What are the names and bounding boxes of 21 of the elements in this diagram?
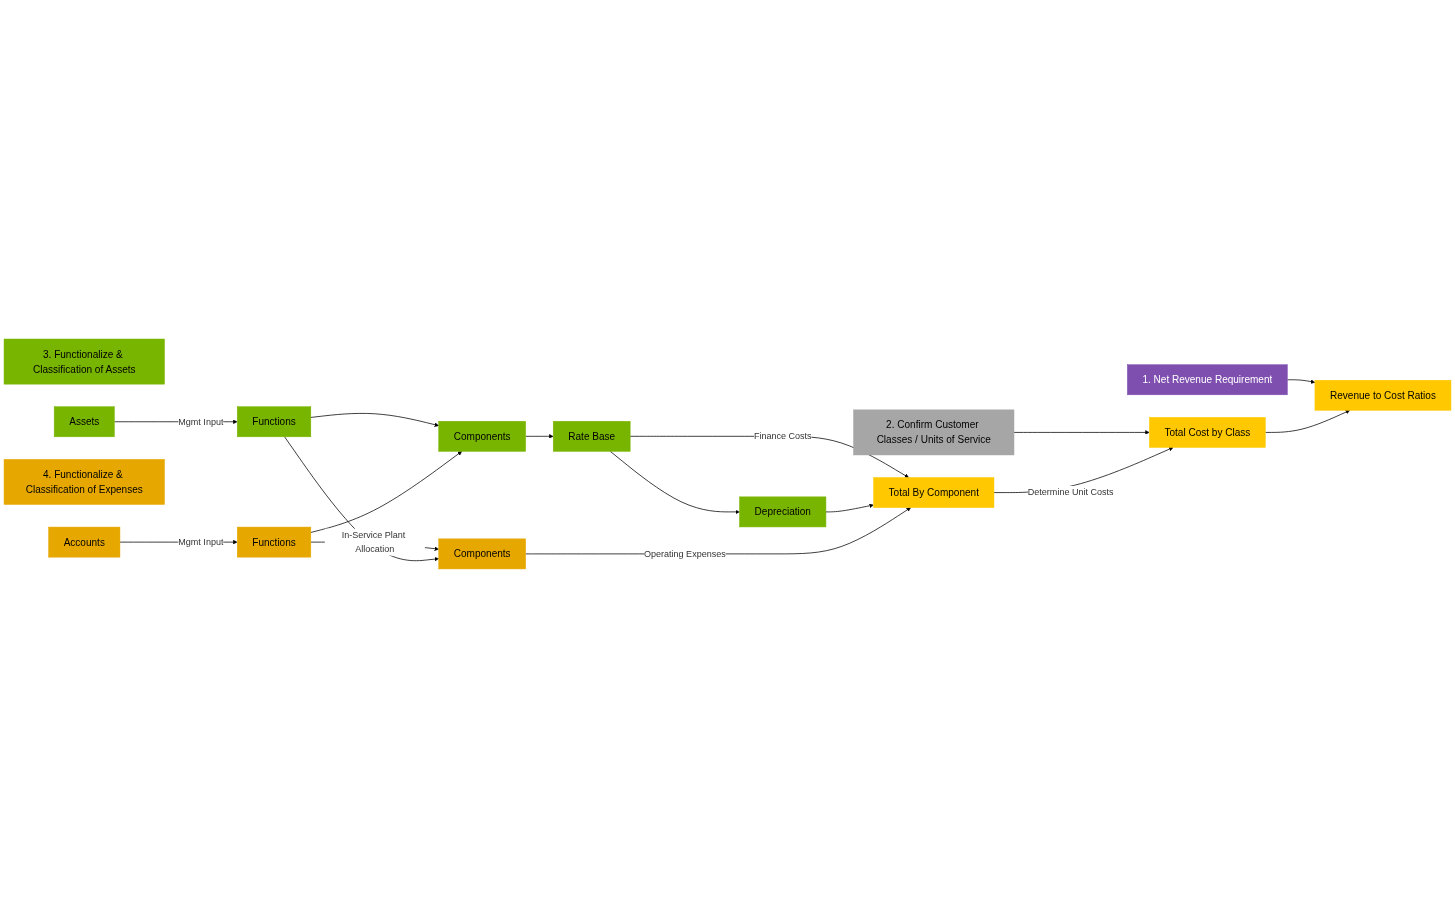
node-box: Total By Component <box>873 477 995 508</box>
node-box: Accounts <box>48 526 121 558</box>
node-box: 3. Functionalize & Classification of Assets <box>3 338 165 385</box>
node-box: 4. Functionalize & Classification of Expenses <box>3 459 165 505</box>
node-box: Functions <box>237 526 312 558</box>
node-box: Revenue to Cost Ratios <box>1314 380 1452 411</box>
edge-label: Mgmt Input <box>178 416 224 427</box>
node-box: Components <box>438 421 526 452</box>
node-box: Components <box>438 538 526 570</box>
edge-label: Operating Expenses <box>643 548 726 559</box>
node-box: 2. Confirm Customer Classes / Units of Service <box>853 409 1015 456</box>
edge-label: Mgmt Input <box>178 536 224 547</box>
edge-label: In-Service Plant Allocation <box>341 530 406 554</box>
node-box: Assets <box>53 406 115 438</box>
edge-label: Finance Costs <box>753 431 812 442</box>
node-box: 1. Net Revenue Requirement <box>1127 364 1288 396</box>
node-box: Total Cost by Class <box>1149 417 1266 448</box>
node-box: Functions <box>237 406 312 438</box>
edge-label: Determine Unit Costs <box>1027 487 1114 498</box>
node-box: Rate Base <box>553 421 631 452</box>
node-box: Depreciation <box>739 496 827 528</box>
